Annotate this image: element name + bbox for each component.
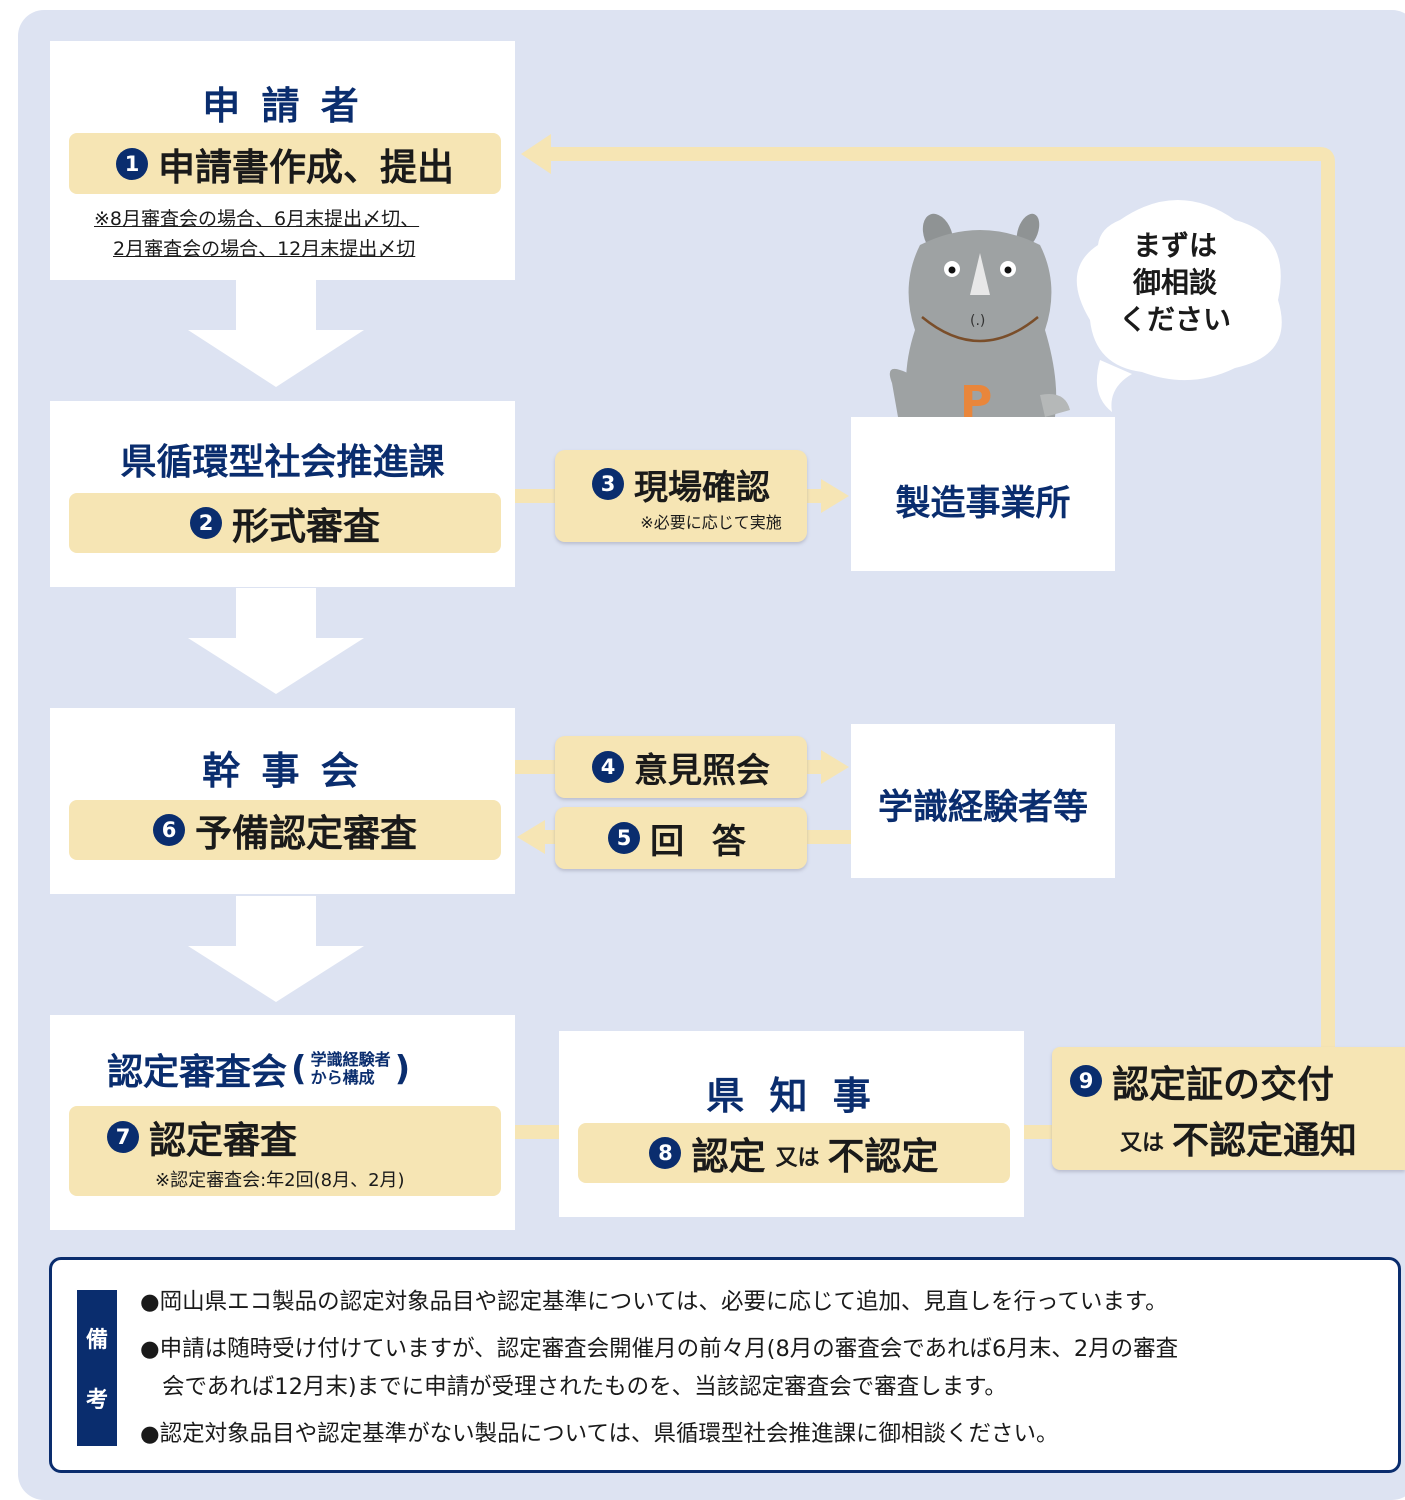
connector-sec-opinion <box>515 760 555 774</box>
arrow-head-opinion <box>821 750 849 784</box>
step2-band: 2 形式審査 <box>69 493 501 553</box>
committee-box: 認定審査会 ( 学識経験者 から構成 ) 7 認定審査 ※認定審査会:年2回(8… <box>50 1015 515 1230</box>
committee-paren-line1: 学識経験者 <box>310 1050 391 1069</box>
step7-number: 7 <box>107 1121 139 1153</box>
svg-text:(.): (.) <box>970 313 985 329</box>
governor-box: 県 知 事 8 認定 又は 不認定 <box>559 1031 1024 1217</box>
step7-band: 7 認定審査 ※認定審査会:年2回(8月、2月) <box>69 1106 501 1196</box>
remarks-label-char1: 備 <box>85 1328 108 1353</box>
return-arrow-path <box>545 147 1335 1047</box>
step1-number: 1 <box>116 147 148 180</box>
applicant-box: 申 請 者 1 申請書作成、提出 ※8月審査会の場合、6月末提出〆切、 2月審査… <box>50 41 515 280</box>
experts-title: 学識経験者等 <box>877 788 1088 828</box>
secretariat-box: 幹 事 会 6 予備認定審査 <box>50 708 515 894</box>
department-title: 県循環型社会推進課 <box>120 442 445 483</box>
remarks-line4: ●認定対象品目や認定基準がない製品については、県循環型社会推進課に御相談ください… <box>140 1421 1059 1447</box>
experts-box: 学識経験者等 <box>851 724 1115 878</box>
step5-number: 5 <box>608 822 641 854</box>
step3-site-check: 3 現場確認 ※必要に応じて実施 <box>555 450 807 542</box>
step6-label: 予備認定審査 <box>195 812 417 855</box>
applicant-note-line1: ※8月審査会の場合、6月末提出〆切、 <box>94 208 420 230</box>
step8-number: 8 <box>649 1137 682 1169</box>
factory-title: 製造事業所 <box>895 484 1071 524</box>
step6-band: 6 予備認定審査 <box>69 800 501 860</box>
speech-line1: まずは <box>1132 229 1217 262</box>
department-box: 県循環型社会推進課 2 形式審査 <box>50 401 515 587</box>
connector-committee-governor <box>515 1125 559 1139</box>
speech-line2: 御相談 <box>1132 266 1217 299</box>
connector-experts-answer <box>807 830 851 844</box>
step9-number: 9 <box>1070 1064 1102 1097</box>
step1-band: 1 申請書作成、提出 <box>69 133 501 194</box>
committee-paren-line2: から構成 <box>310 1068 375 1087</box>
step4-opinion: 4 意見照会 <box>555 736 807 798</box>
speech-text: まずは 御相談 ください <box>1090 227 1260 338</box>
step3-number: 3 <box>592 468 624 500</box>
step9-label-or: 又は <box>1120 1130 1165 1156</box>
connector-governor-issue <box>1024 1125 1052 1139</box>
connector-answer-sec <box>540 830 555 844</box>
step4-label: 意見照会 <box>634 750 770 791</box>
step7-label: 認定審査 <box>149 1119 297 1162</box>
step1-label: 申請書作成、提出 <box>158 145 454 189</box>
arrow-head-answer <box>517 820 545 854</box>
connector-opinion-experts <box>807 760 827 774</box>
committee-heading: 認定審査会 ( 学識経験者 から構成 ) <box>107 1043 410 1095</box>
governor-title: 県 知 事 <box>706 1074 877 1118</box>
connector-dept-site <box>515 489 555 503</box>
remarks-line2: ●申請は随時受け付けていますが、認定審査会開催月の前々月(8月の審査会であれば6… <box>140 1336 1179 1362</box>
down-arrow-2 <box>188 588 364 694</box>
down-arrow-3 <box>188 896 364 1002</box>
applicant-note-line2: 2月審査会の場合、12月末提出〆切 <box>113 238 416 260</box>
connector-site-factory <box>807 489 827 503</box>
step9-issue: 9 認定証の交付 又は 不認定通知 <box>1052 1047 1405 1170</box>
remarks-label: 備 考 <box>77 1290 117 1446</box>
step3-note: ※必要に応じて実施 <box>640 512 782 532</box>
factory-box-top <box>851 417 1115 419</box>
step8-label-a: 認定 <box>691 1135 766 1178</box>
remarks-line1: ●岡山県エコ製品の認定対象品目や認定基準については、必要に応じて追加、見直しを行… <box>140 1289 1168 1315</box>
speech-line3: ください <box>1118 303 1231 336</box>
step3-label: 現場確認 <box>634 467 770 508</box>
arrow-head-site-check <box>821 479 849 513</box>
step2-number: 2 <box>190 507 222 539</box>
step8-label-b: 不認定 <box>827 1135 939 1178</box>
step6-number: 6 <box>153 814 185 846</box>
step4-number: 4 <box>592 751 624 783</box>
applicant-title: 申 請 者 <box>202 84 363 128</box>
committee-title: 認定審査会 <box>107 1052 288 1093</box>
remarks-label-char2: 考 <box>85 1388 108 1413</box>
step7-note: ※認定審査会:年2回(8月、2月) <box>155 1170 405 1191</box>
remarks-line3: 会であれば12月末)までに申請が受理されたものを、当該認定審査会で審査します。 <box>162 1374 1007 1400</box>
speech-bubble <box>1076 200 1282 412</box>
step9-label-a: 認定証の交付 <box>1112 1062 1334 1106</box>
step5-answer: 5 回 答 <box>555 807 807 869</box>
down-arrow-1 <box>188 280 364 387</box>
rhino-mascot: (.) P <box>889 213 1070 425</box>
step5-label: 回 答 <box>650 821 754 862</box>
step9-label-b: 不認定通知 <box>1172 1118 1358 1162</box>
step8-band: 8 認定 又は 不認定 <box>578 1123 1010 1183</box>
step2-label: 形式審査 <box>232 505 380 548</box>
step8-label-or: 又は <box>775 1146 820 1171</box>
factory-box: 製造事業所 <box>851 417 1115 571</box>
secretariat-title: 幹 事 会 <box>202 749 363 793</box>
return-arrow-head <box>521 134 551 174</box>
remarks-box: 備 考 ●岡山県エコ製品の認定対象品目や認定基準については、必要に応じて追加、見… <box>49 1257 1401 1473</box>
